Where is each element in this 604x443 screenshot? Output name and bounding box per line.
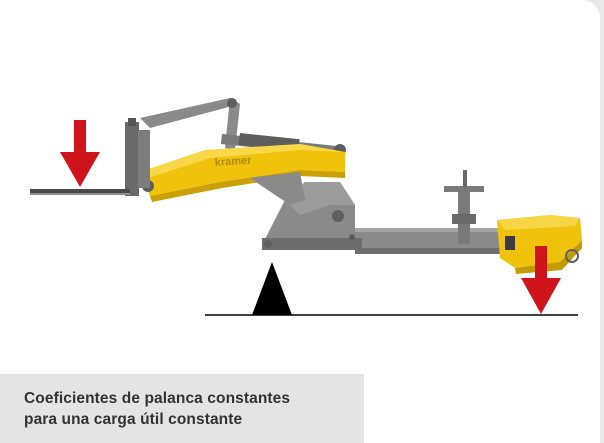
- caption: Coeficientes de palanca constantes para …: [24, 388, 364, 430]
- fulcrum-triangle-icon: [252, 262, 292, 315]
- counterweight-arrow-icon: [521, 246, 561, 314]
- boom-brand-text: kramer: [214, 154, 252, 169]
- caption-box: [0, 374, 364, 443]
- caption-line-2: para una carga útil constante: [24, 411, 243, 428]
- caption-line-1: Coeficientes de palanca constantes: [24, 390, 291, 407]
- lever-diagram: kramer: [30, 98, 582, 316]
- load-arrow-icon: [60, 120, 100, 187]
- boom-arm: kramer: [140, 144, 345, 205]
- chassis: [262, 170, 515, 254]
- fork-assembly: [30, 118, 150, 196]
- counterweight: [497, 215, 582, 274]
